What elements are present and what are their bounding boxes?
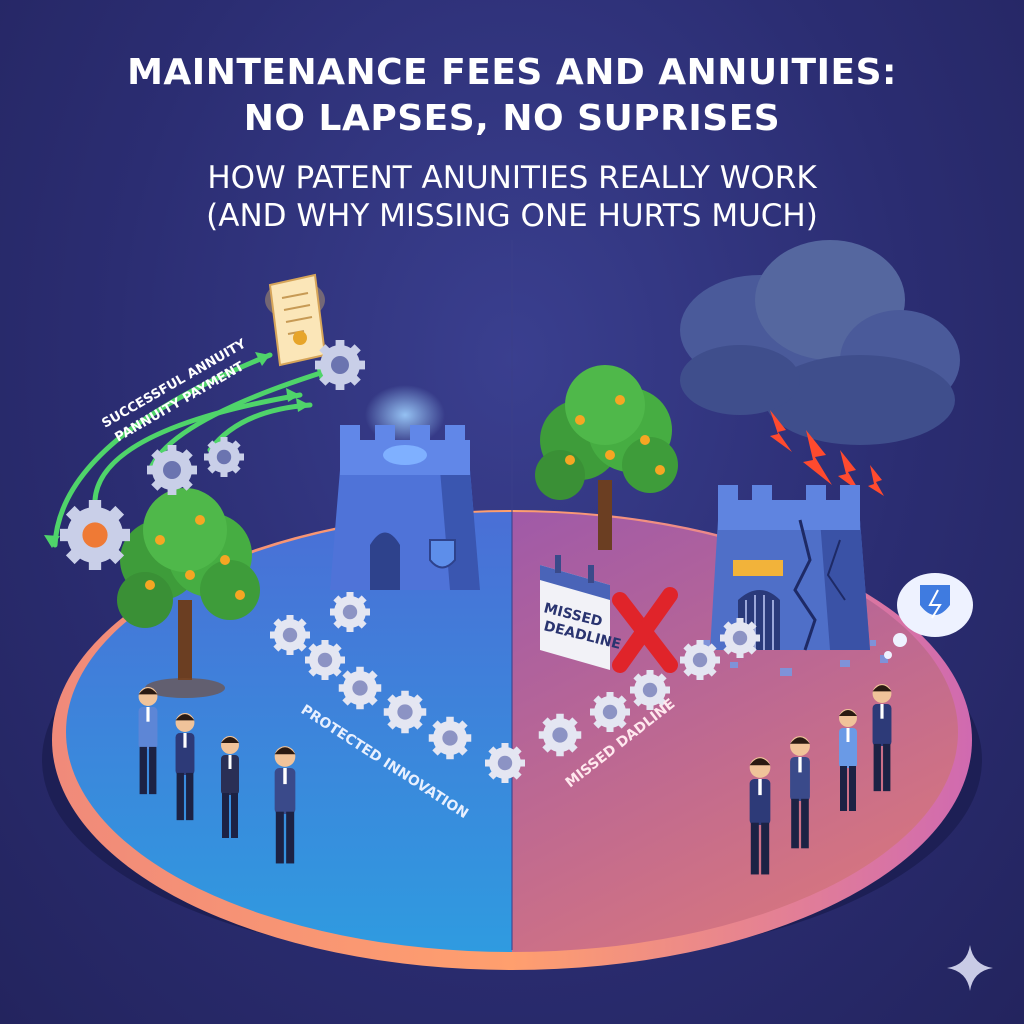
sparkle-icon	[947, 945, 993, 991]
title-line2: NO LAPSES, NO SUPRISES	[0, 98, 1024, 139]
storm-cloud	[680, 240, 960, 445]
gear-icon	[270, 615, 310, 655]
payment-label-line1: SUCCESSFUL ANNUITY	[100, 336, 250, 431]
gear-icon	[305, 640, 345, 680]
gear-icon	[485, 743, 525, 783]
gear-icon	[384, 691, 427, 734]
gear-icon	[539, 714, 582, 757]
gear-icon	[429, 717, 472, 760]
gear-icon	[330, 592, 370, 632]
gear-icon	[339, 667, 382, 710]
gear-icon	[590, 692, 630, 732]
gear-icon	[147, 445, 197, 495]
gear-icon	[60, 500, 130, 570]
gear-icon	[680, 640, 720, 680]
protected-castle-tower	[330, 385, 480, 590]
scroll-certificate-icon	[265, 275, 325, 365]
subtitle-line1: HOW PATENT ANUNITIES REALLY WORK	[0, 160, 1024, 196]
gear-icon	[204, 437, 244, 477]
title-line1: MAINTENANCE FEES AND ANNUITIES:	[0, 52, 1024, 93]
gear-icon	[315, 340, 365, 390]
subtitle-line2: (AND WHY MISSING ONE HURTS MUCH)	[0, 198, 1024, 234]
gear-icon	[720, 618, 760, 658]
